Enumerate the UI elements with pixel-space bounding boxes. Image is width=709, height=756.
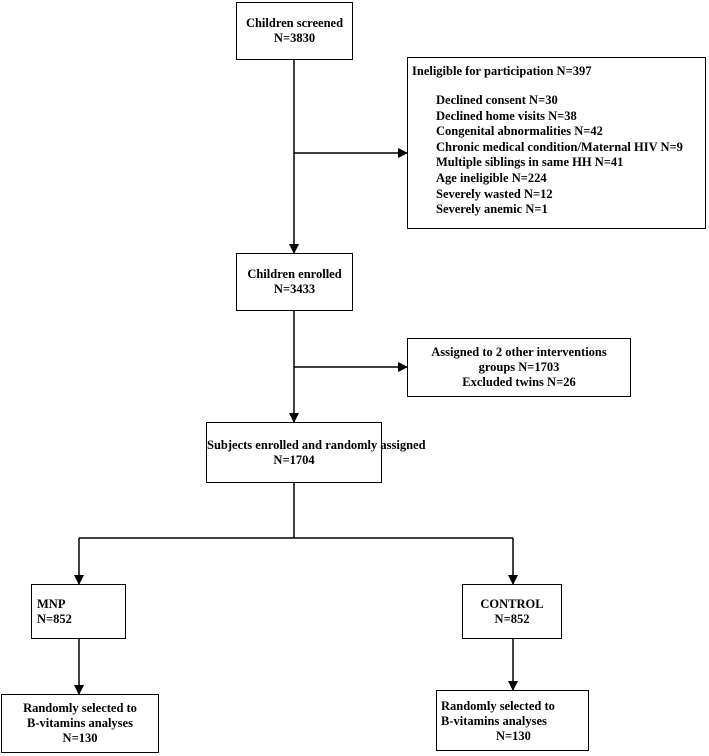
ineligible-title: Ineligible for participation N=397 bbox=[412, 64, 592, 78]
excluded-line-3: Excluded twins N=26 bbox=[462, 375, 576, 389]
randomized-title: Subjects enrolled and randomly assigned bbox=[207, 437, 426, 452]
randomized-count: N=1704 bbox=[273, 452, 315, 467]
box-ineligible: Ineligible for participation N=397 Decli… bbox=[407, 57, 706, 229]
excluded-line-1: Assigned to 2 other interventions bbox=[431, 345, 607, 359]
enrolled-count: N=3433 bbox=[273, 282, 316, 296]
control-count: N=852 bbox=[494, 611, 530, 626]
box-children-enrolled: Children enrolled N=3433 bbox=[236, 253, 353, 311]
ineligible-item: Chronic medical condition/Maternal HIV N… bbox=[436, 139, 683, 154]
mnp-title: MNP bbox=[37, 597, 66, 611]
box-control: CONTROL N=852 bbox=[462, 584, 562, 639]
ineligible-item: Multiple siblings in same HH N=41 bbox=[436, 155, 624, 170]
box-mnp: MNP N=852 bbox=[31, 584, 126, 639]
screened-count: N=3830 bbox=[273, 31, 316, 45]
enrolled-title: Children enrolled bbox=[247, 267, 342, 281]
ineligible-item: Congenital abnormalities N=42 bbox=[436, 124, 603, 139]
mnp-selected-count: N=130 bbox=[62, 731, 98, 745]
box-excluded: Assigned to 2 other interventions groups… bbox=[407, 338, 631, 397]
control-selected-count: N=130 bbox=[496, 729, 531, 743]
control-selected-line-2: B-vitamins analyses bbox=[441, 714, 547, 728]
mnp-count: N=852 bbox=[37, 612, 72, 626]
box-mnp-selected: Randomly selected to B-vitamins analyses… bbox=[1, 694, 159, 753]
control-title: CONTROL bbox=[480, 596, 544, 611]
ineligible-item: Severely anemic N=1 bbox=[436, 202, 548, 217]
screened-title: Children screened bbox=[245, 16, 344, 30]
mnp-selected-line-1: Randomly selected to bbox=[23, 701, 137, 715]
box-children-screened: Children screened N=3830 bbox=[236, 2, 353, 60]
ineligible-item: Declined home visits N=38 bbox=[436, 108, 577, 123]
box-control-selected: Randomly selected to B-vitamins analyses… bbox=[436, 690, 589, 751]
ineligible-item: Age ineligible N=224 bbox=[436, 170, 547, 185]
ineligible-item: Severely wasted N=12 bbox=[436, 186, 553, 201]
ineligible-item: Declined consent N=30 bbox=[436, 93, 558, 107]
mnp-selected-line-2: B-vitamins analyses bbox=[27, 716, 133, 730]
excluded-line-2: groups N=1703 bbox=[478, 360, 560, 374]
box-randomized: Subjects enrolled and randomly assigned … bbox=[206, 422, 426, 483]
control-selected-line-1: Randomly selected to bbox=[441, 699, 555, 713]
ineligible-list: Declined consent N=30 Declined home visi… bbox=[412, 93, 701, 218]
